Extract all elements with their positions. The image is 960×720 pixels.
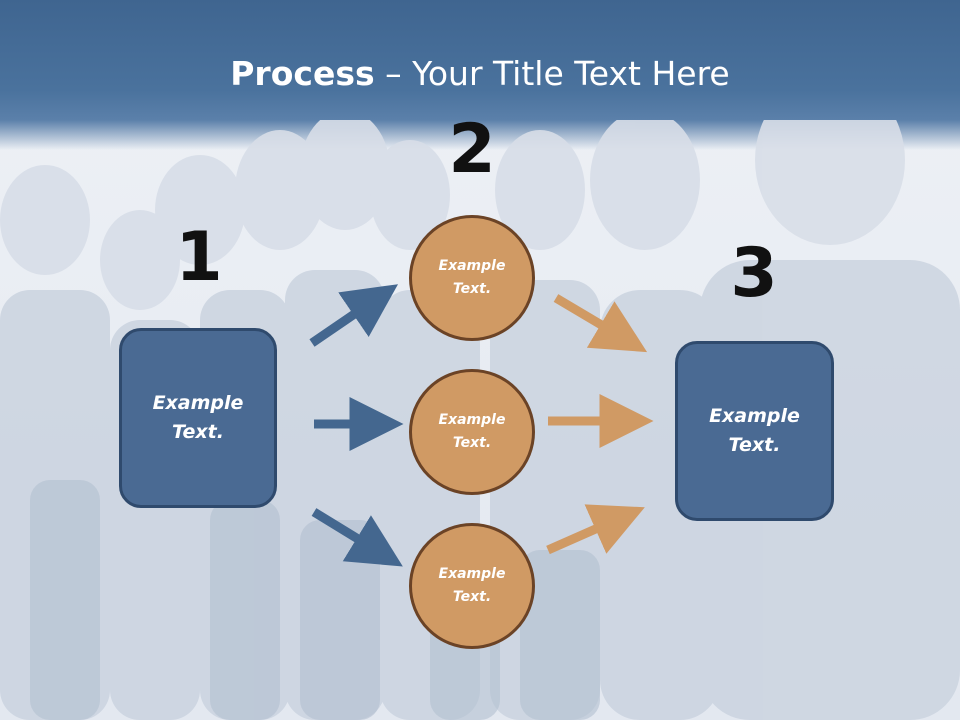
- middle-circle-center: Example Text.: [409, 369, 535, 495]
- middle-circle-bottom: Example Text.: [409, 523, 535, 649]
- step-number-1: 1: [175, 218, 223, 297]
- title-rest: – Your Title Text Here: [374, 54, 730, 93]
- end-box: Example Text.: [675, 341, 834, 521]
- title-bold: Process: [230, 54, 375, 93]
- start-box: Example Text.: [119, 328, 277, 508]
- middle-circle-top-text: Example Text.: [438, 258, 506, 297]
- end-box-text: Example Text.: [709, 405, 800, 456]
- step-number-3: 3: [730, 234, 778, 313]
- step-number-2: 2: [448, 110, 496, 189]
- middle-circle-center-text: Example Text.: [438, 412, 506, 451]
- middle-circle-top: Example Text.: [409, 215, 535, 341]
- slide-title: Process – Your Title Text Here: [0, 52, 960, 96]
- start-box-text: Example Text.: [152, 392, 244, 443]
- middle-circle-bottom-text: Example Text.: [438, 566, 506, 605]
